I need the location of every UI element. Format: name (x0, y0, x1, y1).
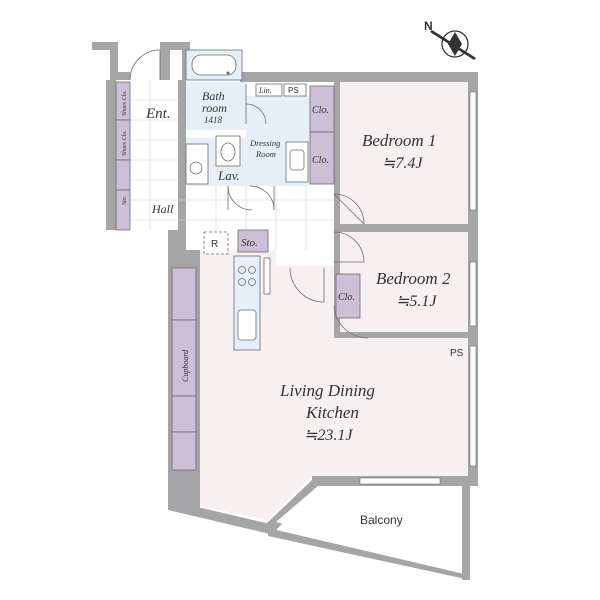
storage-hall (237, 229, 269, 253)
bedroom-2-name: Bedroom 2 (376, 269, 451, 288)
storage-label: Sto. (241, 237, 258, 249)
pipe-space-label-top: PS (288, 86, 299, 95)
compass-north-label: N (424, 19, 433, 33)
ldk-name-line2: Kitchen (305, 403, 359, 422)
shoe-storage (115, 189, 131, 231)
bedroom-1-name: Bedroom 1 (362, 131, 436, 150)
shoe-closet-label-2: Shoes Clo. (122, 130, 128, 156)
closet-bedroom1-upper (309, 85, 335, 133)
bedroom-1-floor (340, 82, 468, 224)
balcony-floor (276, 486, 462, 570)
closet-b1-lower-label: Clo. (312, 155, 329, 166)
bathroom-name-line1: Bath (202, 89, 225, 103)
bedroom-1-size: ≒7.4J (382, 155, 423, 172)
ldk-name-line1: Living Dining (279, 381, 375, 400)
bathroom-name-line2: room (202, 101, 227, 115)
doors (129, 49, 369, 339)
closet-b1-upper-label: Clo. (312, 105, 329, 116)
bedroom-2-size: ≒5.1J (396, 293, 437, 310)
compass-icon: N (424, 19, 476, 60)
cupboard-label: Cupboard (181, 349, 190, 382)
bathroom-floor (186, 82, 246, 130)
closet-bedroom2 (335, 273, 361, 319)
lavatory-fixtures (185, 135, 309, 185)
ldk-floor (200, 250, 468, 520)
pipe-space-label-right: PS (450, 348, 464, 359)
cupboard-2 (171, 319, 197, 397)
shoe-storage-label: Sto. (122, 196, 128, 205)
closet-bedroom1-lower (309, 131, 335, 185)
entrance-label: Ent. (145, 106, 171, 122)
storage-units (115, 81, 361, 471)
shoe-closet-label-1: Shoes Clo. (122, 90, 128, 116)
bathtub (185, 49, 247, 124)
refrigerator-label: R (211, 239, 218, 250)
closet-b2-label: Clo. (338, 292, 355, 303)
dressing-name-line2: Room (255, 149, 276, 159)
kitchen-counter (233, 255, 271, 351)
shoe-closet-3 (115, 159, 131, 191)
cupboard-4 (171, 431, 197, 471)
refrigerator-space (203, 231, 229, 255)
cupboard-1 (171, 267, 197, 321)
lavatory-label: Lav. (217, 168, 240, 183)
linen-label: Lin. (258, 86, 272, 95)
balcony-label: Balcony (360, 513, 403, 527)
dressing-name-line1: Dressing (249, 138, 280, 148)
hall-tiles (116, 80, 334, 250)
ldk-size: ≒23.1J (304, 427, 353, 444)
bathroom-size: 1418 (204, 115, 223, 125)
windows (359, 91, 477, 485)
hall-label: Hall (151, 202, 174, 216)
cupboard-3 (171, 395, 197, 433)
